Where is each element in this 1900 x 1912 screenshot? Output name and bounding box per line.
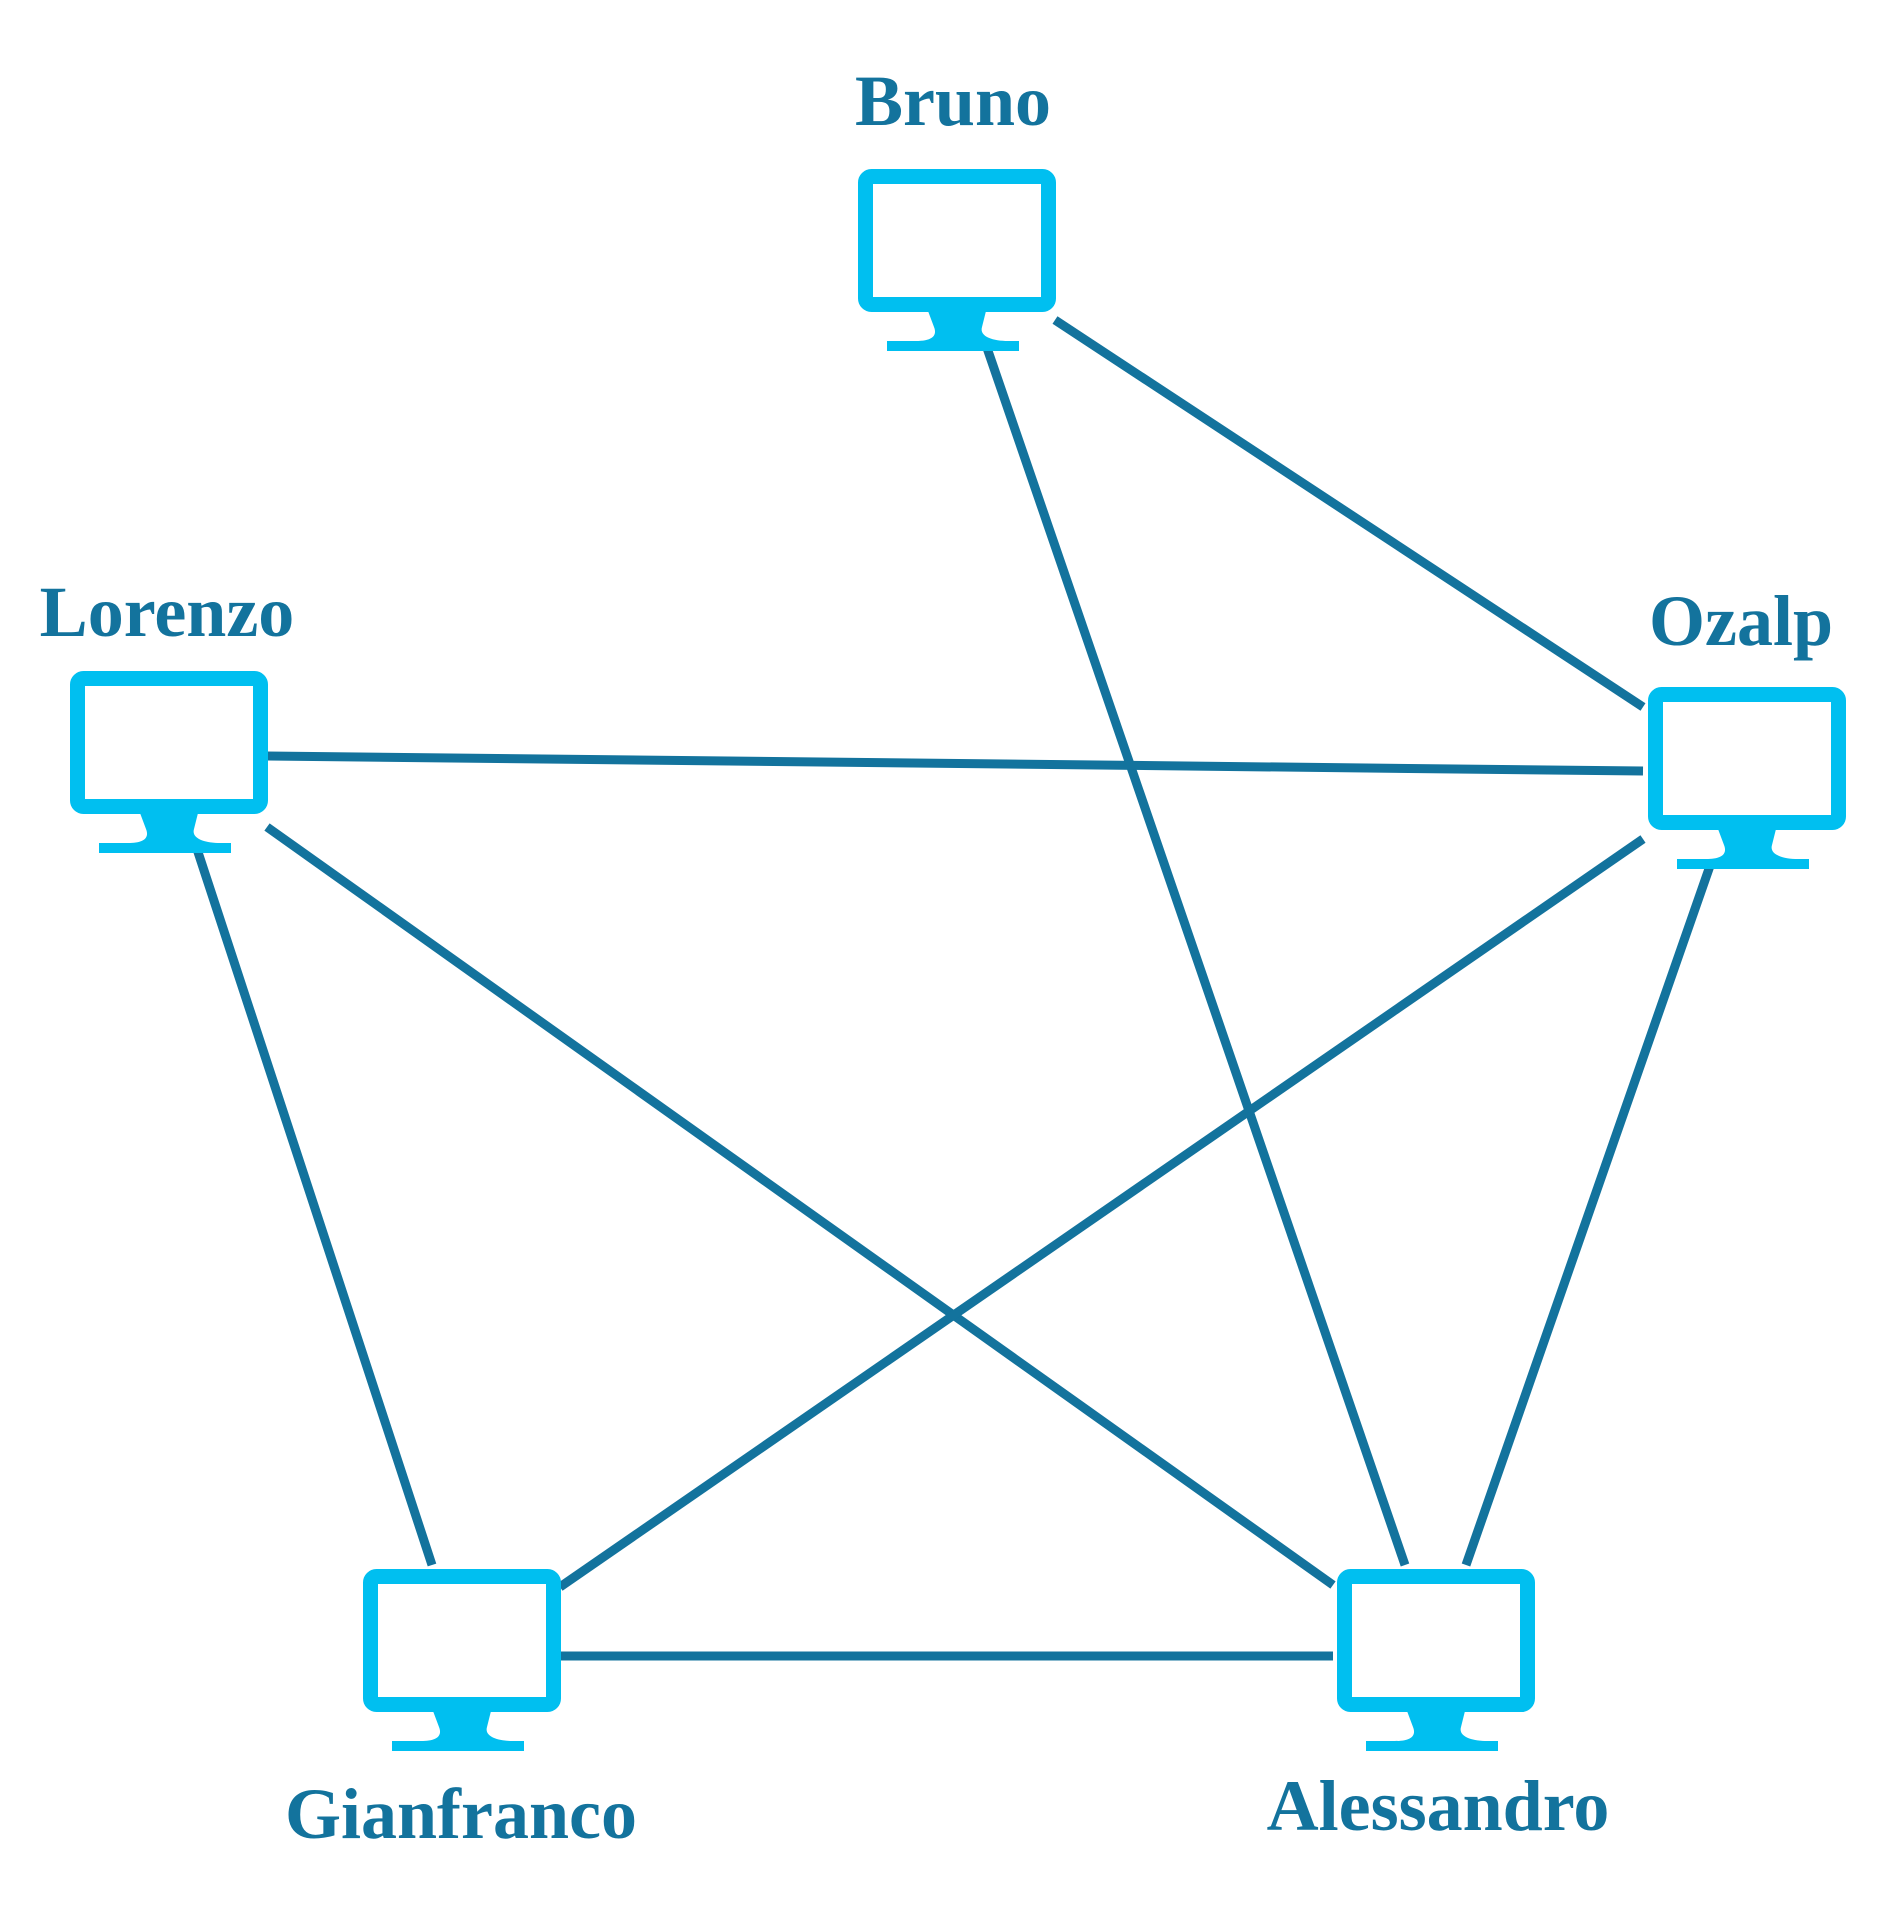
monitor-screen (363, 1569, 561, 1712)
monitor-icon (70, 671, 268, 853)
node-label-ozalp: Ozalp (1649, 581, 1833, 661)
monitor-icon (1337, 1569, 1535, 1751)
monitor-base (1677, 859, 1809, 869)
node-gianfranco: Gianfranco (285, 1569, 637, 1854)
monitor-stand (124, 813, 222, 847)
node-bruno: Bruno (855, 61, 1056, 351)
monitor-screen (1648, 687, 1846, 830)
monitor-icon (363, 1569, 561, 1751)
monitor-screen (858, 169, 1056, 312)
monitor-stand (417, 1711, 515, 1745)
node-lorenzo: Lorenzo (40, 572, 295, 853)
monitor-stand (912, 311, 1010, 345)
monitor-stand (1702, 829, 1800, 863)
node-label-lorenzo: Lorenzo (40, 572, 295, 652)
node-label-bruno: Bruno (855, 61, 1051, 141)
edge-lorenzo-alessandro (264, 823, 1336, 1589)
node-ozalp: Ozalp (1648, 581, 1846, 869)
edge-bruno-alessandro (981, 343, 1410, 1567)
monitor-stand (1391, 1711, 1489, 1745)
edge-ozalp-gianfranco (557, 835, 1646, 1591)
edge-lorenzo-ozalp (266, 751, 1644, 776)
monitor-base (99, 843, 231, 853)
monitor-base (1366, 1741, 1498, 1751)
node-label-gianfranco: Gianfranco (285, 1774, 637, 1854)
monitor-icon (1648, 687, 1846, 869)
monitor-icon (858, 169, 1056, 351)
monitor-base (887, 341, 1019, 351)
edge-bruno-ozalp (1052, 316, 1646, 711)
node-label-alessandro: Alessandro (1267, 1766, 1610, 1846)
edge-lorenzo-gianfranco (191, 844, 437, 1567)
monitor-screen (1337, 1569, 1535, 1712)
monitor-screen (70, 671, 268, 814)
edge-ozalp-alessandro (1461, 861, 1716, 1567)
edges-layer (191, 316, 1716, 1661)
monitor-base (392, 1741, 524, 1751)
node-alessandro: Alessandro (1267, 1569, 1610, 1846)
